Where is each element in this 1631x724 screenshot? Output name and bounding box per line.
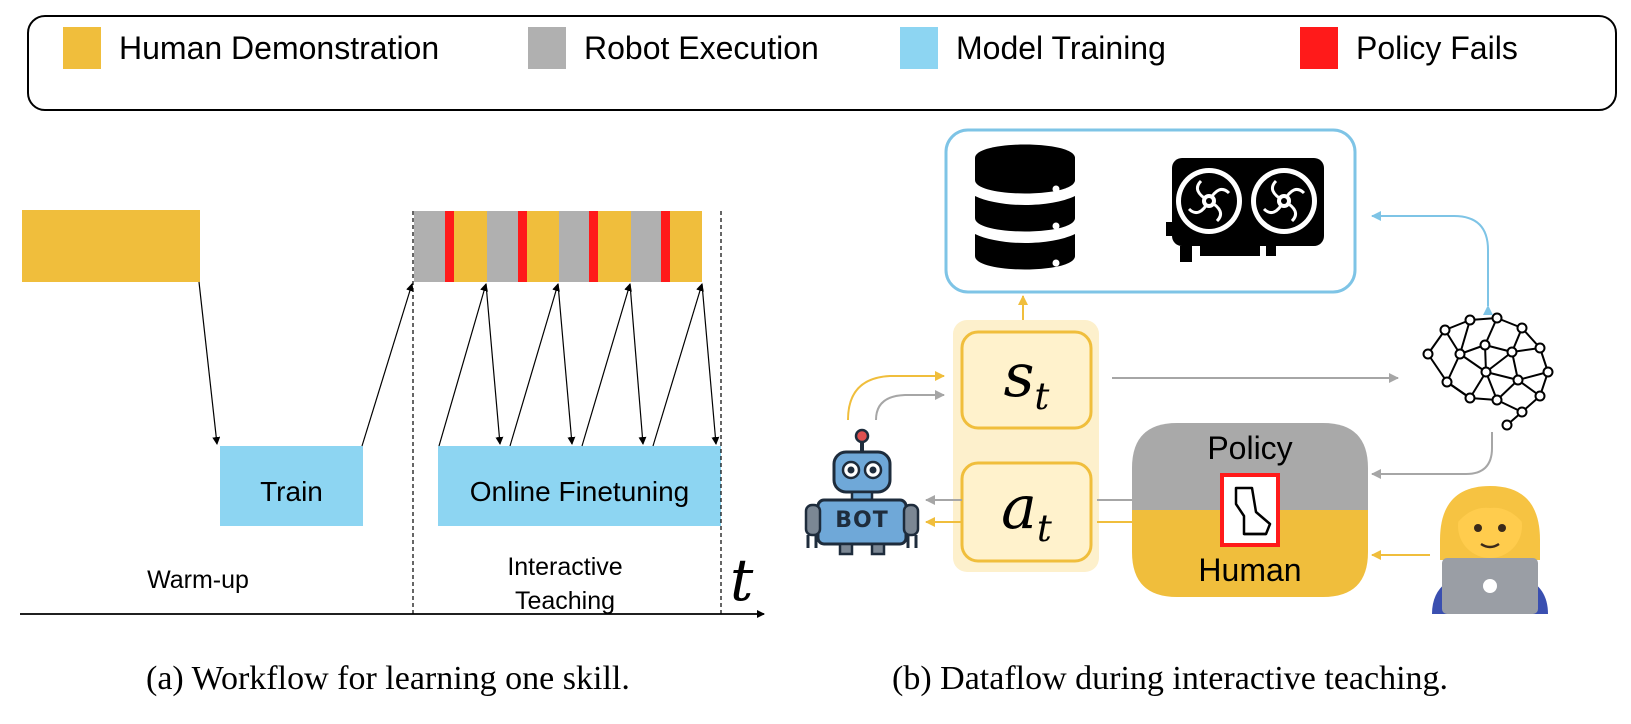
legend xyxy=(27,15,1617,111)
action-symbol: at xyxy=(1001,473,1052,551)
legend-item-human-demonstration: Human Demonstration xyxy=(63,27,439,69)
legend-swatch-robot xyxy=(528,27,566,69)
legend-item-policy-fails: Policy Fails xyxy=(1300,27,1518,69)
finetune-label: Online Finetuning xyxy=(469,476,690,507)
legend-label: Human Demonstration xyxy=(119,29,440,66)
warmup-label: Warm-up xyxy=(147,566,249,594)
policy-human-block xyxy=(1132,423,1368,597)
strip-fail xyxy=(661,211,670,282)
strip-robot xyxy=(559,211,589,282)
interactive-strip xyxy=(414,211,702,282)
strip-robot xyxy=(631,211,661,282)
strip-robot xyxy=(414,211,445,282)
human-with-laptop-icon xyxy=(1432,486,1548,614)
human-label: Human xyxy=(1198,552,1302,588)
legend-label: Model Training xyxy=(956,29,1166,66)
neural-network-nodes xyxy=(1422,312,1554,431)
database-icon xyxy=(975,144,1075,270)
legend-swatch-fail xyxy=(1300,27,1338,69)
time-symbol: t xyxy=(730,546,754,614)
interactive-teaching-label: Interactive Teaching xyxy=(507,553,623,615)
arrow-network-to-policy xyxy=(1371,432,1493,479)
workflow-arrows xyxy=(198,281,720,447)
warmup-demo-block xyxy=(22,210,200,282)
legend-swatch-training xyxy=(900,27,938,69)
legend-swatch-human xyxy=(63,27,101,69)
strip-fail xyxy=(445,211,454,282)
strip-robot xyxy=(487,211,518,282)
arrow-compute-network xyxy=(1371,211,1493,315)
strip-fail xyxy=(518,211,527,282)
robot-icon xyxy=(804,428,920,556)
gpu-icon xyxy=(1166,158,1324,262)
strip-human xyxy=(454,211,487,282)
legend-item-robot-execution: Robot Execution xyxy=(528,27,819,69)
switch-icon xyxy=(1220,473,1280,547)
strip-fail xyxy=(589,211,598,282)
policy-label: Policy xyxy=(1207,430,1293,466)
arrow-robot-to-state-gray xyxy=(875,390,945,421)
state-symbol: st xyxy=(1003,341,1050,419)
legend-label: Policy Fails xyxy=(1356,29,1518,66)
finetune-block xyxy=(438,446,721,526)
legend-item-model-training: Model Training xyxy=(900,27,1166,69)
train-block xyxy=(220,446,363,526)
caption-a: (a) Workflow for learning one skill. xyxy=(146,660,630,697)
legend-label: Robot Execution xyxy=(584,29,819,66)
action-box xyxy=(960,461,1093,563)
caption-b: (b) Dataflow during interactive teaching… xyxy=(892,660,1449,697)
train-label: Train xyxy=(260,476,323,507)
bot-label: BOT xyxy=(835,508,889,533)
workflow-panel xyxy=(20,210,765,618)
strip-human xyxy=(670,211,702,282)
dataflow-panel xyxy=(804,128,1554,614)
strip-human xyxy=(598,211,631,282)
strip-human xyxy=(527,211,559,282)
state-box xyxy=(960,330,1093,430)
arrow-robot-to-state-yellow xyxy=(847,371,945,421)
